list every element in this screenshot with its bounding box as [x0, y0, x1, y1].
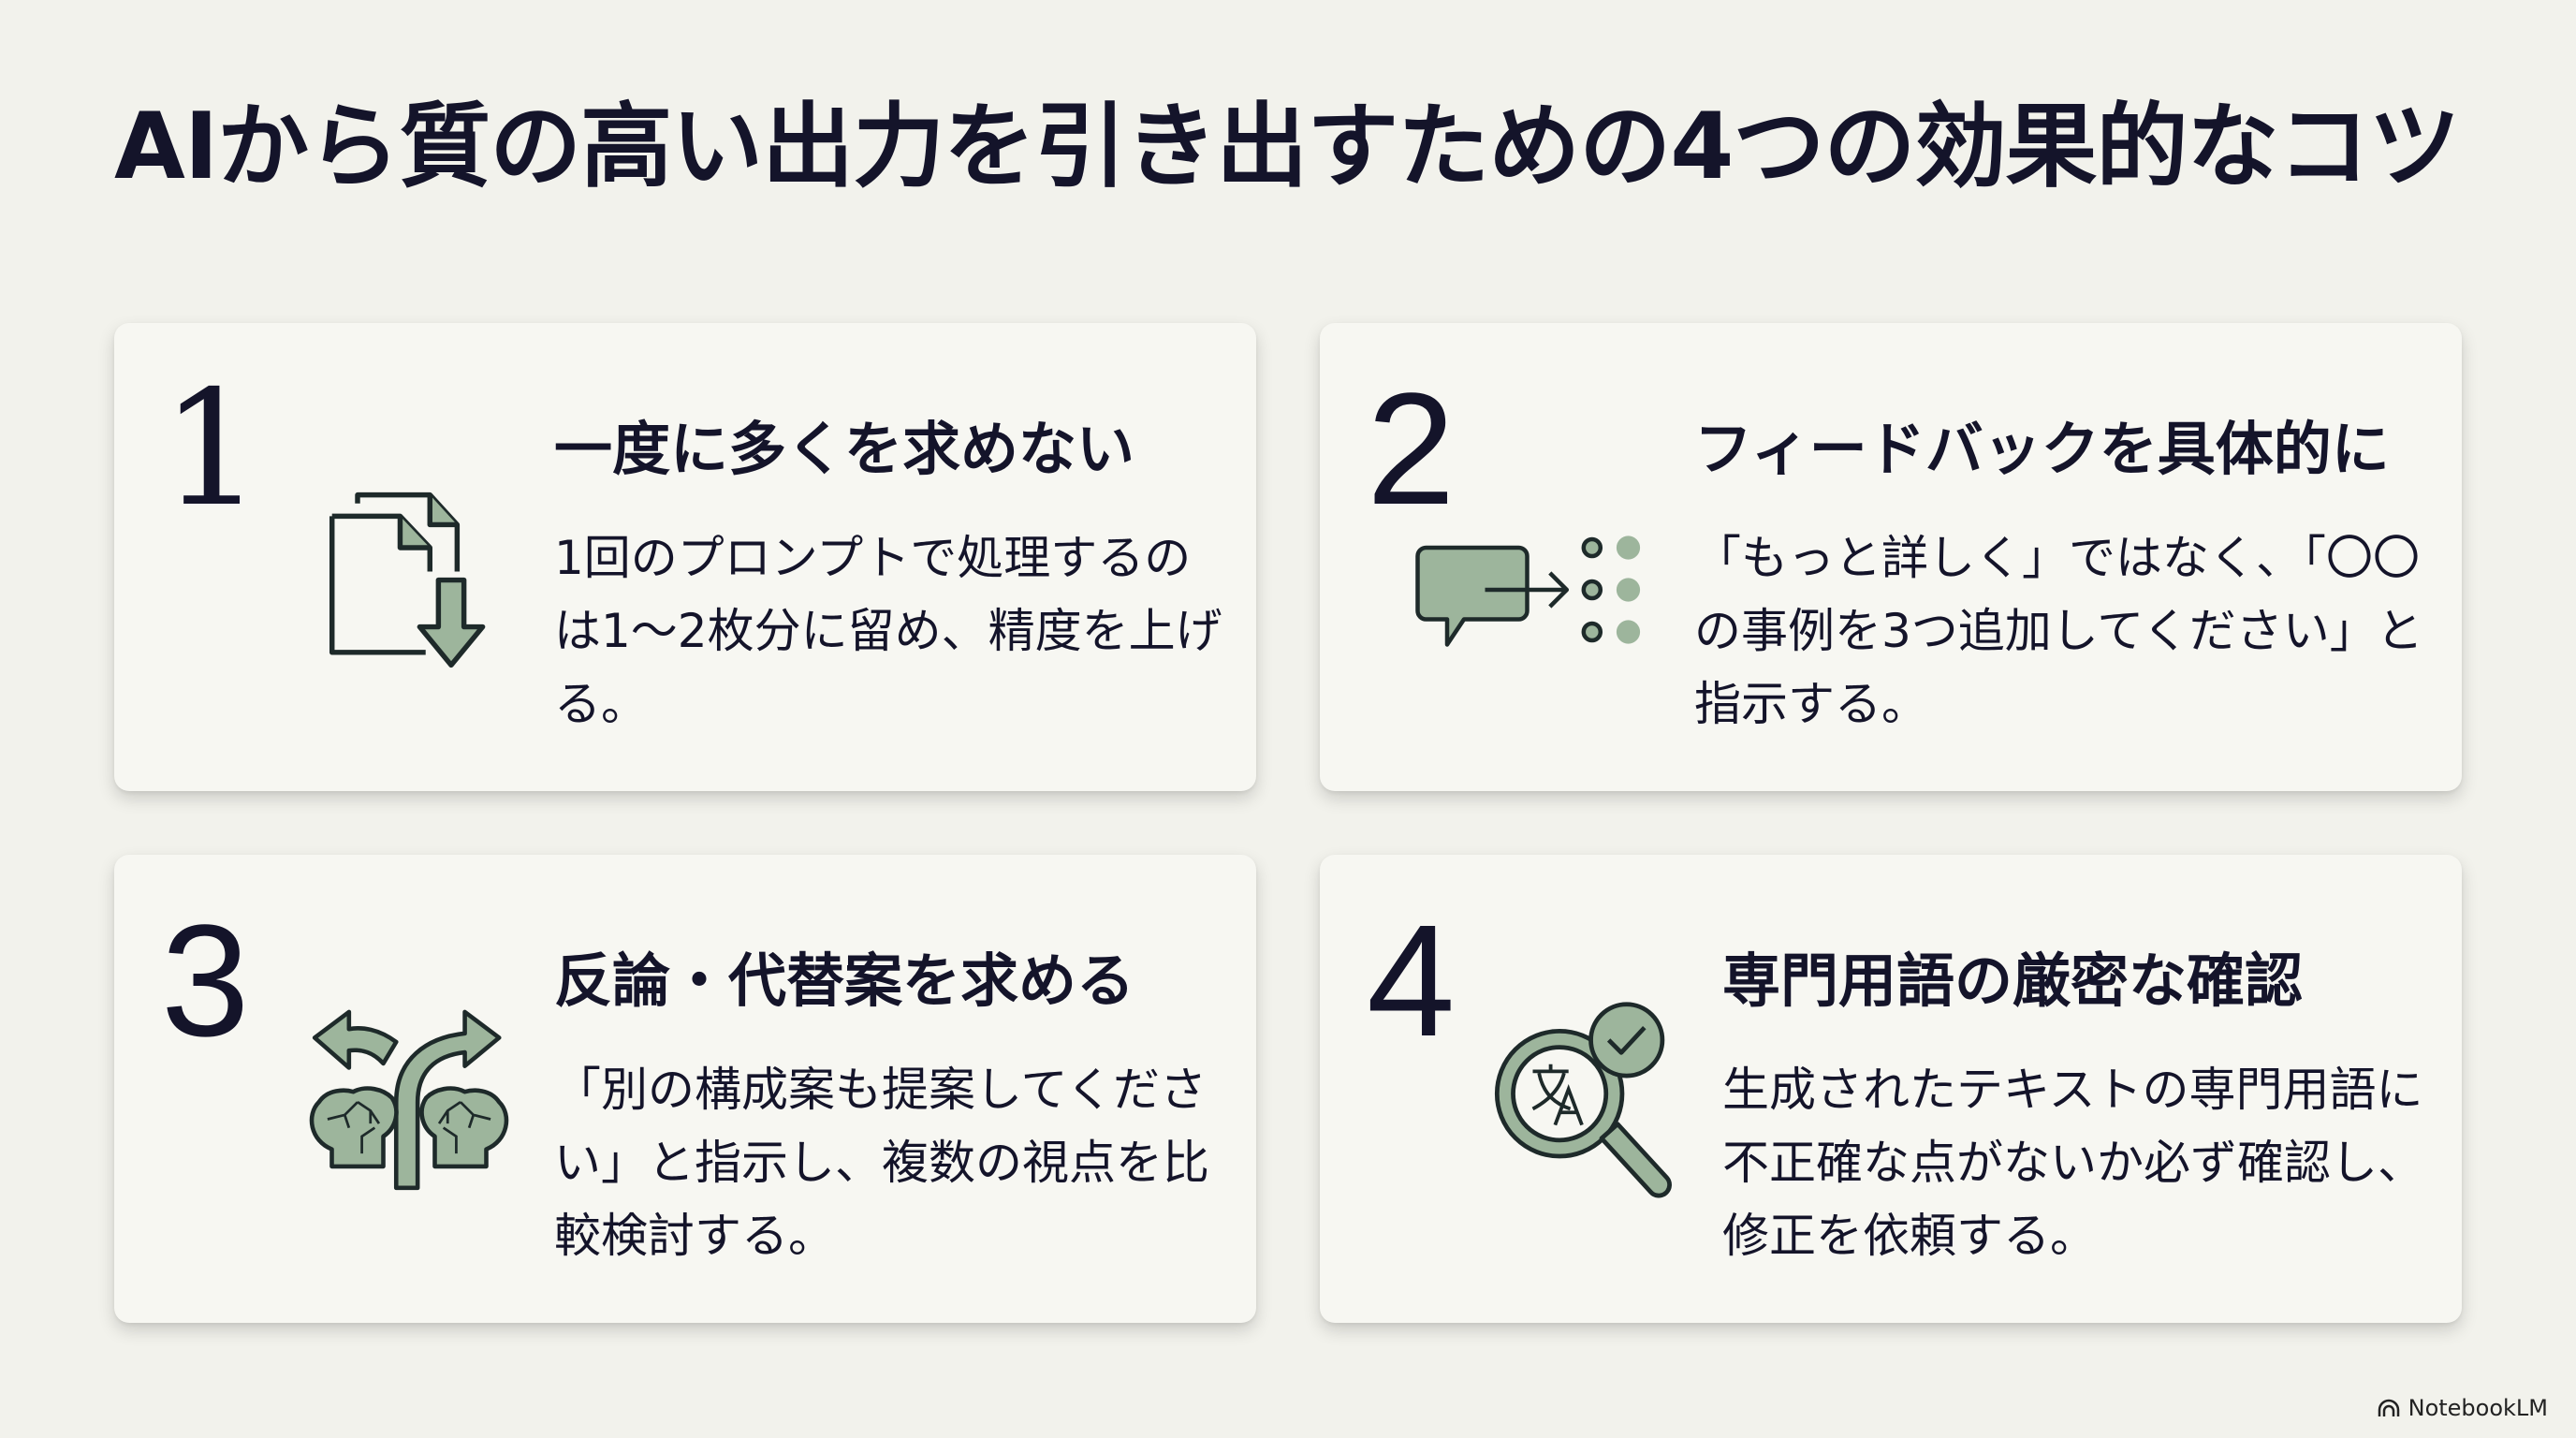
tip-heading: 専門用語の厳密な確認: [1722, 946, 2304, 1015]
tip-card-4: 4 専門用語の厳密な確認 生成されたテキストの専門用語に不正確な点がないか必ず確…: [1320, 855, 2462, 1323]
tip-heading: 反論・代替案を求める: [554, 946, 1135, 1015]
tip-body: 生成されたテキストの専門用語に不正確な点がないか必ず確認し、修正を依頼する。: [1722, 1063, 2424, 1263]
tip-body: 「別の構成案も提案してください」と指示し、複数の視点を比較検討する。: [554, 1063, 1209, 1263]
tip-number: 4: [1367, 892, 1456, 1070]
documents-download-icon: [311, 473, 498, 682]
tip-card-3: 3 反論・代替案を求める 「別の構成案も提案してください」と指示し、複数の視点を…: [114, 855, 1256, 1323]
branching-arrows-brains-icon: [297, 990, 521, 1200]
translate-magnifier-check-icon: [1484, 990, 1680, 1210]
tip-card-2: 2 フィードバックを具体的に 「もっと詳しく」ではなく、「〇〇の事例を3つ追加し…: [1320, 323, 2462, 791]
tip-number: 3: [161, 892, 250, 1070]
tip-heading: 一度に多くを求めない: [554, 415, 1135, 483]
speech-bubble-list-icon: [1413, 520, 1666, 664]
tip-body: 「もっと詳しく」ではなく、「〇〇の事例を3つ追加してください」と指示する。: [1694, 531, 2423, 731]
tip-body: 1回のプロンプトで処理するのは1〜2枚分に留め、精度を上げる。: [554, 531, 1222, 731]
page-title: AIから質の高い出力を引き出すための4つの効果的なコツ: [114, 94, 2460, 200]
notebooklm-logo-icon: [2378, 1399, 2399, 1416]
tip-heading: フィードバックを具体的に: [1694, 415, 2390, 483]
brand-name: NotebookLM: [2408, 1395, 2548, 1421]
tip-card-1: 1 一度に多くを求めない 1回のプロンプトで処理するのは1〜2枚分に留め、精度を…: [114, 323, 1256, 791]
tip-number: 1: [161, 357, 263, 542]
tip-number: 2: [1367, 360, 1456, 538]
brand-watermark: NotebookLM: [2377, 1395, 2548, 1421]
